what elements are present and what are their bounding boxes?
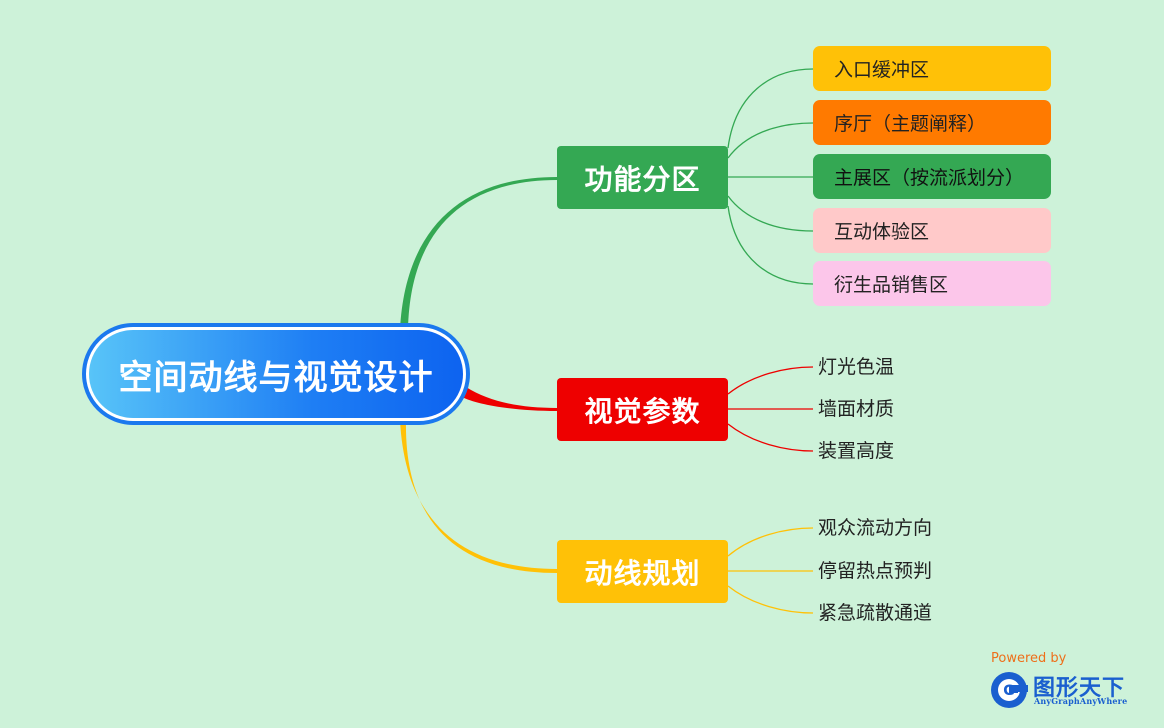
leaf-node-main-exhibition[interactable]: 主展区（按流派划分）	[813, 154, 1051, 199]
connector-root-functional	[400, 177, 557, 330]
branch-node-label: 视觉参数	[584, 394, 701, 428]
connectors-functional-leaves	[727, 68, 814, 285]
connectors-visual-leaves	[727, 366, 814, 452]
connector-root-visual	[462, 387, 557, 411]
branch-node-functional-zones[interactable]: 功能分区	[557, 146, 728, 209]
leaf-node-emergency-exit[interactable]: 紧急疏散通道	[818, 602, 933, 624]
leaf-node-dwell-hotspots[interactable]: 停留热点预判	[818, 560, 933, 582]
branch-node-circulation-planning[interactable]: 动线规划	[557, 540, 728, 603]
brand-name: 图形天下	[1033, 676, 1126, 701]
leaf-node-visitor-flow[interactable]: 观众流动方向	[818, 517, 933, 539]
branch-node-visual-parameters[interactable]: 视觉参数	[557, 378, 728, 441]
leaf-node-wall-material[interactable]: 墙面材质	[818, 398, 895, 420]
connector-root-circulation	[400, 420, 557, 573]
brand-watermark: Powered by G 图形天下 AnyGraphAnyWhere	[988, 650, 1138, 710]
leaf-node-label: 序厅（主题阐释）	[834, 113, 987, 135]
leaf-node-light-temperature[interactable]: 灯光色温	[818, 356, 895, 378]
leaf-node-label: 入口缓冲区	[834, 59, 930, 81]
leaf-node-label: 主展区（按流派划分）	[834, 167, 1025, 189]
brand-logo-icon: G	[991, 672, 1028, 708]
leaf-node-label: 衍生品销售区	[834, 274, 949, 296]
leaf-node-entrance-buffer[interactable]: 入口缓冲区	[813, 46, 1051, 91]
leaf-node-interactive-zone[interactable]: 互动体验区	[813, 208, 1051, 253]
leaf-node-merchandise-shop[interactable]: 衍生品销售区	[813, 261, 1051, 306]
leaf-node-label: 互动体验区	[834, 221, 930, 243]
branch-node-label: 动线规划	[584, 556, 701, 590]
brand-logo-letter: G	[1003, 683, 1015, 699]
branch-node-label: 功能分区	[584, 162, 701, 196]
connectors-circulation-leaves	[727, 527, 814, 614]
leaf-node-prelude-hall[interactable]: 序厅（主题阐释）	[813, 100, 1051, 145]
leaf-node-installation-height[interactable]: 装置高度	[818, 440, 895, 462]
root-node-label: 空间动线与视觉设计	[89, 330, 463, 418]
powered-by-label: Powered by	[991, 651, 1067, 666]
root-node[interactable]: 空间动线与视觉设计	[82, 323, 470, 425]
brand-subtitle: AnyGraphAnyWhere	[1034, 696, 1128, 706]
